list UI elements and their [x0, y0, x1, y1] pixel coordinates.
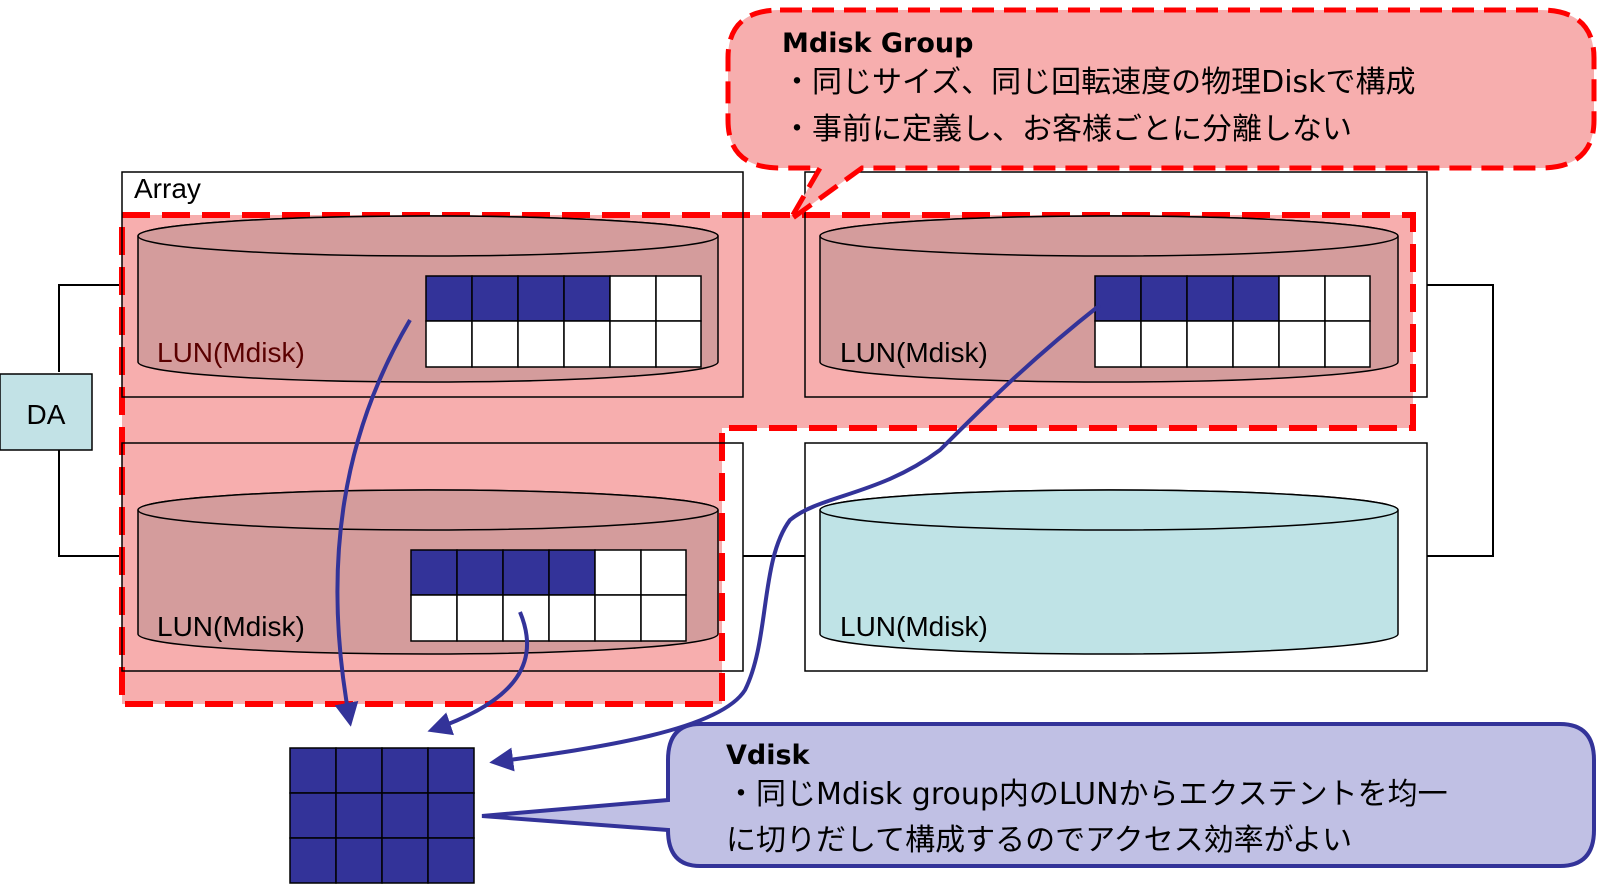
lun-label-bottom-left: LUN(Mdisk) [157, 611, 305, 642]
array-box-bottom-right [804, 442, 1428, 672]
vdisk-title: Vdisk [726, 740, 811, 771]
lun-cylinder-bottom-right [819, 489, 1399, 655]
mdisk-group-line2: ・事前に定義し、お客様ごとに分離しない [782, 112, 1352, 147]
da-label: DA [27, 399, 66, 430]
array-box-top-right [804, 171, 1428, 398]
vdisk-callout [481, 722, 1596, 868]
lun-label-bottom-right: LUN(Mdisk) [840, 611, 988, 642]
extent-grid-top-right [1094, 275, 1371, 368]
lun-label-top-right: LUN(Mdisk) [840, 337, 988, 368]
extent-arrow-bottom-left [427, 611, 530, 736]
mdisk-group-callout [725, 7, 1597, 223]
vdisk-line1: ・同じMdisk group内のLUNからエクステントを均一 [726, 777, 1448, 812]
extent-grid-top-left [425, 275, 702, 368]
array-label: Array [134, 173, 201, 204]
extent-grid-bottom-left [410, 549, 687, 642]
mdisk-group-line1: ・同じサイズ、同じ回転速度の物理Diskで構成 [782, 65, 1416, 100]
lun-label-top-left: LUN(Mdisk) [157, 337, 305, 368]
da-box [0, 373, 93, 451]
array-box-top-left [121, 171, 744, 398]
extent-arrow-top-left [334, 318, 412, 727]
array-box-bottom-left [121, 442, 744, 672]
mdisk-group-title: Mdisk Group [782, 28, 973, 59]
vdisk-line2: に切りだして構成するのでアクセス効率がよい [726, 823, 1352, 858]
extent-arrow-top-right [489, 303, 1102, 772]
vdisk-grid [289, 747, 475, 884]
